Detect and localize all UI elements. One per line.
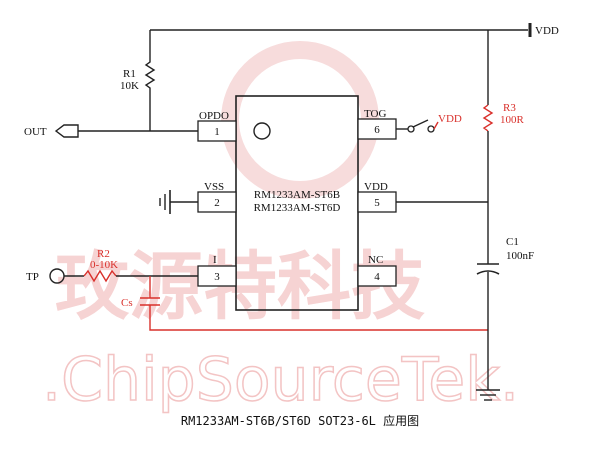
- switch-lever-icon: [412, 119, 429, 128]
- r2-value: 0-10K: [90, 259, 118, 271]
- r2-resistor: [83, 269, 117, 283]
- pin-2: 2 VSS: [197, 181, 237, 213]
- ground-bottom-icon: [476, 389, 500, 401]
- pin-2-name: VSS: [204, 181, 224, 193]
- watermark-english: .ChipSourceTek.: [42, 345, 519, 415]
- pin-5-number: 5: [374, 197, 380, 209]
- pin-1-number: 1: [214, 126, 220, 138]
- watermark-chinese: 玫源特科技: [55, 244, 425, 330]
- out-label: OUT: [24, 126, 47, 138]
- watermark: 玫源特科技 .ChipSourceTek.: [41, 41, 520, 416]
- tp-label: TP: [26, 271, 39, 283]
- pin-1-name: OPDO: [199, 110, 229, 122]
- chip-name-2: RM1233AM-ST6D: [254, 202, 341, 214]
- c1-value: 100nF: [506, 250, 534, 262]
- r3-resistor: [482, 104, 494, 132]
- pin-3: 3 I: [197, 254, 237, 287]
- pin-5-name: VDD: [364, 181, 388, 193]
- ground-symbol-icon: [159, 190, 171, 214]
- pin-6: 6 TOG: [357, 108, 397, 140]
- pin-4: 4 NC: [357, 254, 397, 287]
- switch-to-vdd-wire: [433, 121, 439, 130]
- pin-1: 1 OPDO: [197, 110, 237, 142]
- pin-2-number: 2: [214, 197, 220, 209]
- chip-name-1: RM1233AM-ST6B: [254, 189, 340, 201]
- pin-6-name: TOG: [364, 108, 386, 120]
- r1-value: 10K: [120, 80, 139, 92]
- pin-5: 5 VDD: [357, 181, 397, 213]
- vdd-switch-label: VDD: [438, 113, 462, 125]
- pin-4-number: 4: [374, 271, 380, 283]
- diagram-caption: RM1233AM-ST6B/ST6D SOT23-6L 应用图: [181, 413, 419, 428]
- pin-3-number: 3: [214, 271, 220, 283]
- vdd-top-label: VDD: [535, 25, 559, 37]
- c1-plate-bottom: [476, 270, 500, 275]
- cs-name: Cs: [121, 297, 133, 309]
- switch-contact-right: [427, 125, 435, 133]
- r3-name: R3: [503, 102, 516, 114]
- pin-6-number: 6: [374, 124, 380, 136]
- r3-value: 100R: [500, 114, 525, 126]
- c1-name: C1: [506, 236, 519, 248]
- pin-4-name: NC: [368, 254, 383, 266]
- pin-3-name: I: [213, 254, 217, 266]
- pin1-marker: [253, 122, 271, 140]
- switch-contact-left: [407, 125, 415, 133]
- r2-name: R2: [97, 248, 110, 260]
- r1-name: R1: [123, 68, 136, 80]
- cs-bottom-wire: [149, 305, 488, 331]
- watermark-logo-icon: [221, 41, 379, 199]
- out-port-icon: [54, 124, 79, 138]
- r1-resistor: [144, 30, 156, 131]
